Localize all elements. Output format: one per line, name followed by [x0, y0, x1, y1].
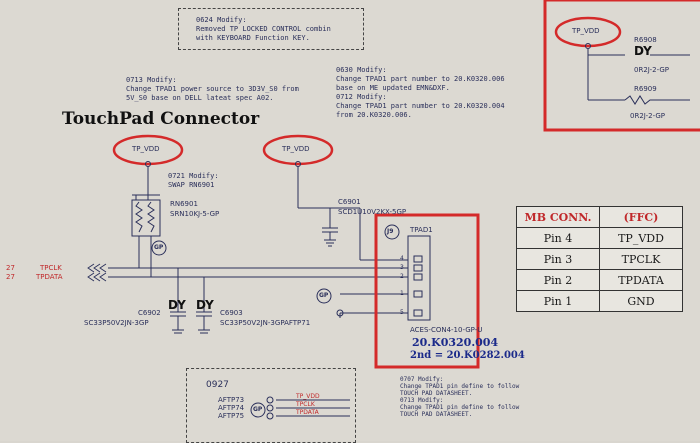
- part-number: 20.K0320.004: [412, 336, 499, 349]
- pin-2: 2: [400, 273, 404, 280]
- c6903-ref: C6903: [220, 309, 243, 317]
- note-line: base on ME updated EMN&DXF.: [336, 84, 450, 92]
- table-cell: TPDATA: [599, 269, 683, 291]
- net-tp-vdd-2: TP_VDD: [282, 145, 310, 153]
- test-point-2: AFTP74: [218, 404, 245, 412]
- table-cell: Pin 3: [516, 248, 600, 270]
- net-tpclk: TPCLK: [40, 264, 62, 272]
- table-row: Pin 2 TPDATA: [516, 269, 683, 291]
- table-cell: GND: [599, 290, 683, 312]
- c6901-ref: C6901: [338, 198, 361, 206]
- table-cell: TP_VDD: [599, 227, 683, 249]
- tp-vdd-highlight-1: [112, 134, 184, 166]
- second-source: 2nd = 20.K0282.004: [410, 350, 525, 361]
- note-box-0624: [178, 8, 364, 50]
- test-point-net-3: TPDATA: [296, 409, 319, 416]
- test-point-3: AFTP75: [218, 412, 245, 420]
- c6902-ref: C6902: [138, 309, 161, 317]
- c6902-value: SC33P50V2JN-3GP: [84, 319, 149, 327]
- gp-mark-2: GP: [253, 406, 263, 413]
- note-line: Change TPAD1 pin define to follow: [400, 404, 520, 411]
- net-tp-vdd-1: TP_VDD: [132, 145, 160, 153]
- note-0713: 0713 Modify: Change TPAD1 power source t…: [126, 76, 299, 103]
- table-cell: Pin 2: [516, 269, 600, 291]
- note-line: 0630 Modify:: [336, 66, 387, 74]
- gp-mark-3: GP: [319, 292, 329, 299]
- note-line: Change TPAD1 part number to 20.K0320.004: [336, 102, 505, 110]
- test-point-1: AFTP73: [218, 396, 245, 404]
- note-line: 0713 Modify:: [126, 76, 177, 84]
- pin-5: 5: [400, 309, 404, 316]
- test-point-net-1: TP_VDD: [296, 393, 320, 400]
- note-line: TOUCH PAD DATASHEET.: [400, 411, 473, 418]
- r6908-value: 0R2J-2-GP: [634, 66, 669, 74]
- note-line: 0721 Modify:: [168, 172, 219, 180]
- tpad1-ref: TPAD1: [410, 226, 433, 234]
- j9-mark: J9: [387, 228, 394, 235]
- c6901-value: SCD1U10V2KX-5GP: [338, 208, 407, 216]
- note-0707: 0707 Modify: Change TPAD1 pin define to …: [400, 376, 519, 418]
- note-0721: 0721 Modify: SWAP RN6901: [168, 172, 219, 190]
- net-tpdata: TPDATA: [36, 273, 63, 281]
- table-row: Pin 1 GND: [516, 290, 683, 312]
- note-line: Change TPAD1 part number to 20.K0320.006: [336, 75, 505, 83]
- note-line: SWAP RN6901: [168, 181, 215, 189]
- note-line: from 20.K0320.006.: [336, 111, 412, 119]
- note-0630: 0630 Modify: Change TPAD1 part number to…: [336, 66, 505, 120]
- rn6901-value: SRN10KJ-5-GP: [170, 210, 220, 218]
- r6909-value: 0R2J-2-GP: [630, 112, 665, 120]
- tp-vdd-highlight-3: [554, 16, 622, 48]
- r6908-ref: R6908: [634, 36, 657, 44]
- table-cell: Pin 4: [516, 227, 600, 249]
- note-line: TOUCH PAD DATASHEET.: [400, 390, 473, 397]
- note-line: 0713 Modify:: [400, 397, 444, 404]
- table-row: Pin 4 TP_VDD: [516, 227, 683, 249]
- sheet-ref-data: 27: [6, 273, 15, 281]
- table-row: Pin 3 TPCLK: [516, 248, 683, 270]
- c6903-value: SC33P50V2JN-3GPAFTP71: [220, 319, 311, 327]
- note-line: with KEYBOARD Function KEY.: [196, 34, 310, 42]
- note-line: Change TPAD1 pin define to follow: [400, 383, 520, 390]
- tpad1-value: ACES-CON4-10-GP-U: [410, 326, 483, 334]
- dy-mark-3: DY: [634, 44, 652, 58]
- note-line: 0707 Modify:: [400, 376, 444, 383]
- connector-highlight: [374, 213, 480, 369]
- table-cell: Pin 1: [516, 290, 600, 312]
- table-header-mb: MB CONN.: [516, 206, 600, 228]
- test-point-net-2: TPCLK: [296, 401, 315, 408]
- power-highlight: [543, 0, 700, 132]
- rn6901-ref: RN6901: [170, 200, 198, 208]
- gp-mark-1: GP: [154, 244, 164, 251]
- note-line: 0712 Modify:: [336, 93, 387, 101]
- connector-pin-table: MB CONN. (FFC) Pin 4 TP_VDD Pin 3 TPCLK …: [516, 206, 683, 312]
- note-line: 0624 Modify:: [196, 16, 247, 24]
- note-line: Change TPAD1 power source to 3D3V_S0 fro…: [126, 85, 299, 93]
- page-title: TouchPad Connector: [62, 109, 260, 129]
- dy-mark-1: DY: [168, 298, 186, 312]
- note-0624: 0624 Modify: Removed TP LOCKED CONTROL c…: [196, 16, 331, 43]
- pin-1: 1: [400, 290, 404, 297]
- tp-vdd-highlight-2: [262, 134, 334, 166]
- pin-3: 3: [400, 264, 404, 271]
- net-tp-vdd-3: TP_VDD: [572, 27, 600, 35]
- pin-4: 4: [400, 255, 404, 262]
- note-line: 5V_S0 base on DELL lateat spec A02.: [126, 94, 274, 102]
- dy-mark-2: DY: [196, 298, 214, 312]
- test-point-label: 0927: [206, 380, 229, 390]
- table-header-ffc: (FFC): [599, 206, 683, 228]
- note-line: Removed TP LOCKED CONTROL combin: [196, 25, 331, 33]
- sheet-ref-clk: 27: [6, 264, 15, 272]
- table-header-row: MB CONN. (FFC): [516, 206, 683, 228]
- r6909-ref: R6909: [634, 85, 657, 93]
- table-cell: TPCLK: [599, 248, 683, 270]
